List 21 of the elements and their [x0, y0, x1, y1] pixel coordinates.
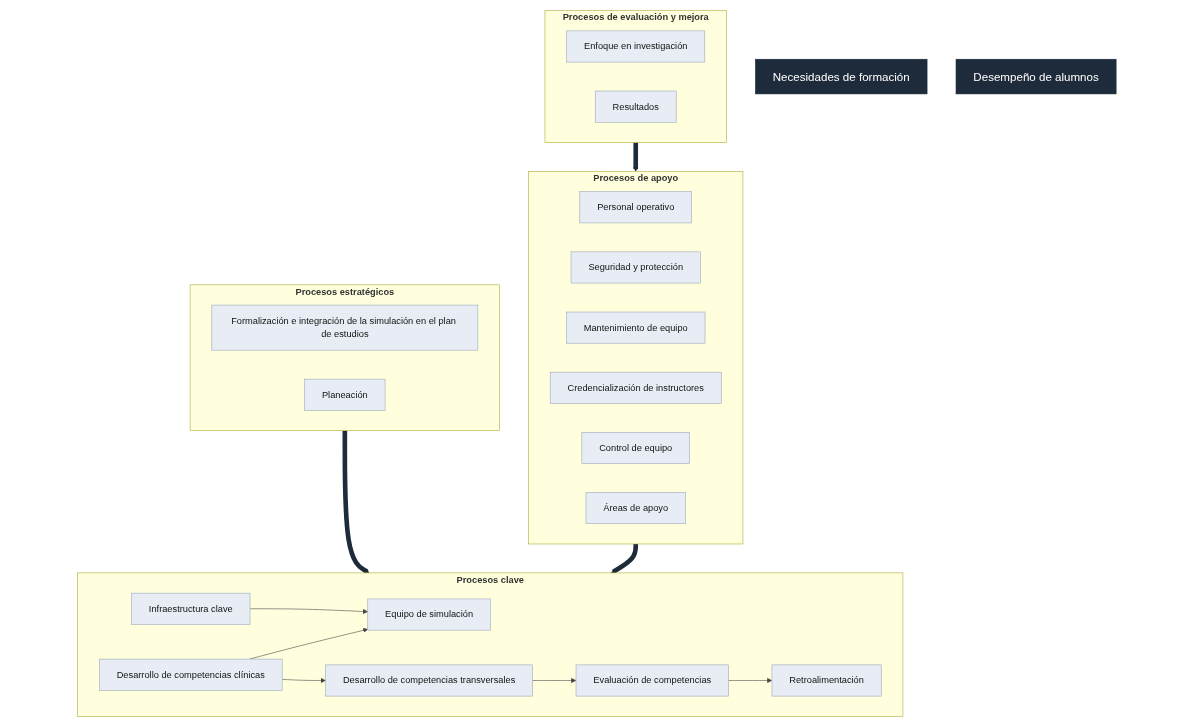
node-box: Credencialización de instructores: [550, 371, 722, 404]
arrow: [342, 430, 370, 574]
node-box: Control de equipo: [581, 432, 690, 464]
node-box: Necesidades de formación: [755, 58, 928, 95]
node-box: Mantenimiento de equipo: [566, 311, 706, 344]
arrow: [611, 543, 639, 574]
node-box: Desarrollo de competencias clínicas: [99, 658, 283, 691]
node-box: Resultados: [595, 90, 677, 123]
node-box: Infraestructura clave: [131, 592, 251, 625]
node-box: Formalización e integración de la simulación en el plan de estudios: [211, 304, 479, 351]
node-box: Seguridad y protección: [570, 251, 701, 284]
node-box: Desempeño de alumnos: [955, 58, 1117, 95]
node-box: Retroalimentación: [771, 664, 882, 697]
node-box: Enfoque en investigación: [566, 30, 706, 63]
node-box: Evaluación de competencias: [575, 664, 729, 697]
node-box: Personal operativo: [579, 191, 693, 224]
node-box: Equipo de simulación: [367, 598, 491, 631]
node-box: Planeación: [304, 378, 386, 411]
node-box: Desarrollo de competencias transversales: [325, 664, 534, 697]
node-box: Áreas de apoyo: [585, 492, 686, 524]
arrow: [633, 142, 639, 172]
